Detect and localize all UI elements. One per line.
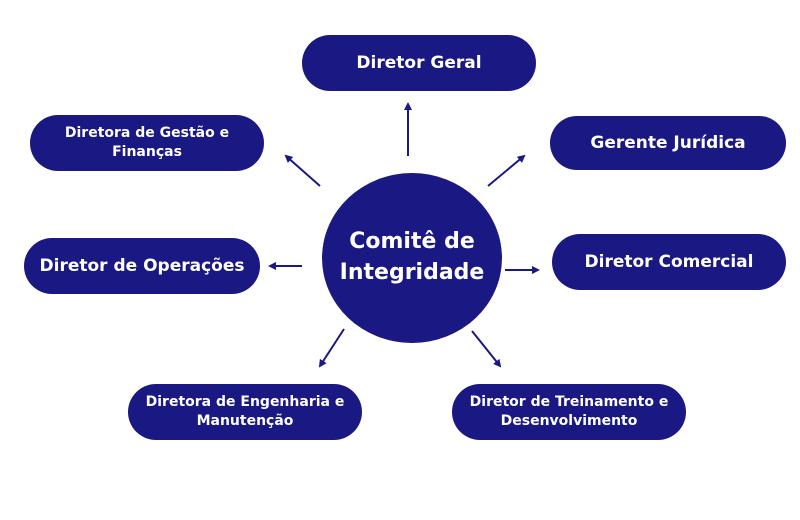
node-finance-director-label: Diretora de Gestão e Finanças [64, 125, 230, 160]
node-commercial-director-label: Diretor Comercial [584, 251, 754, 272]
node-operations-director-label: Diretor de Operações [39, 255, 245, 276]
integrity-committee-circle: Comitê de Integridade [322, 173, 502, 343]
node-operations-director: Diretor de Operações [24, 238, 260, 294]
node-finance-director: Diretora de Gestão e Finanças [30, 115, 264, 171]
node-legal-manager-label: Gerente Jurídica [590, 132, 746, 153]
node-engineering-director: Diretora de Engenharia e Manutenção [128, 384, 362, 440]
node-commercial-director: Diretor Comercial [552, 234, 786, 290]
node-engineering-director-label: Diretora de Engenharia e Manutenção [145, 394, 345, 429]
node-training-director: Diretor de Treinamento e Desenvolvimento [452, 384, 686, 440]
node-director-general: Diretor Geral [302, 35, 536, 91]
arrow-to-training-director [471, 330, 502, 368]
center-title-line2: Integridade [339, 260, 485, 285]
node-legal-manager: Gerente Jurídica [550, 116, 786, 170]
node-training-director-label: Diretor de Treinamento e Desenvolvimento [469, 394, 669, 429]
center-title-line1: Comitê de [349, 229, 475, 255]
node-director-general-label: Diretor Geral [356, 52, 482, 73]
arrow-to-legal-manager [487, 154, 526, 187]
arrow-to-finance-director [284, 154, 321, 187]
arrow-to-engineering-director [318, 328, 345, 368]
